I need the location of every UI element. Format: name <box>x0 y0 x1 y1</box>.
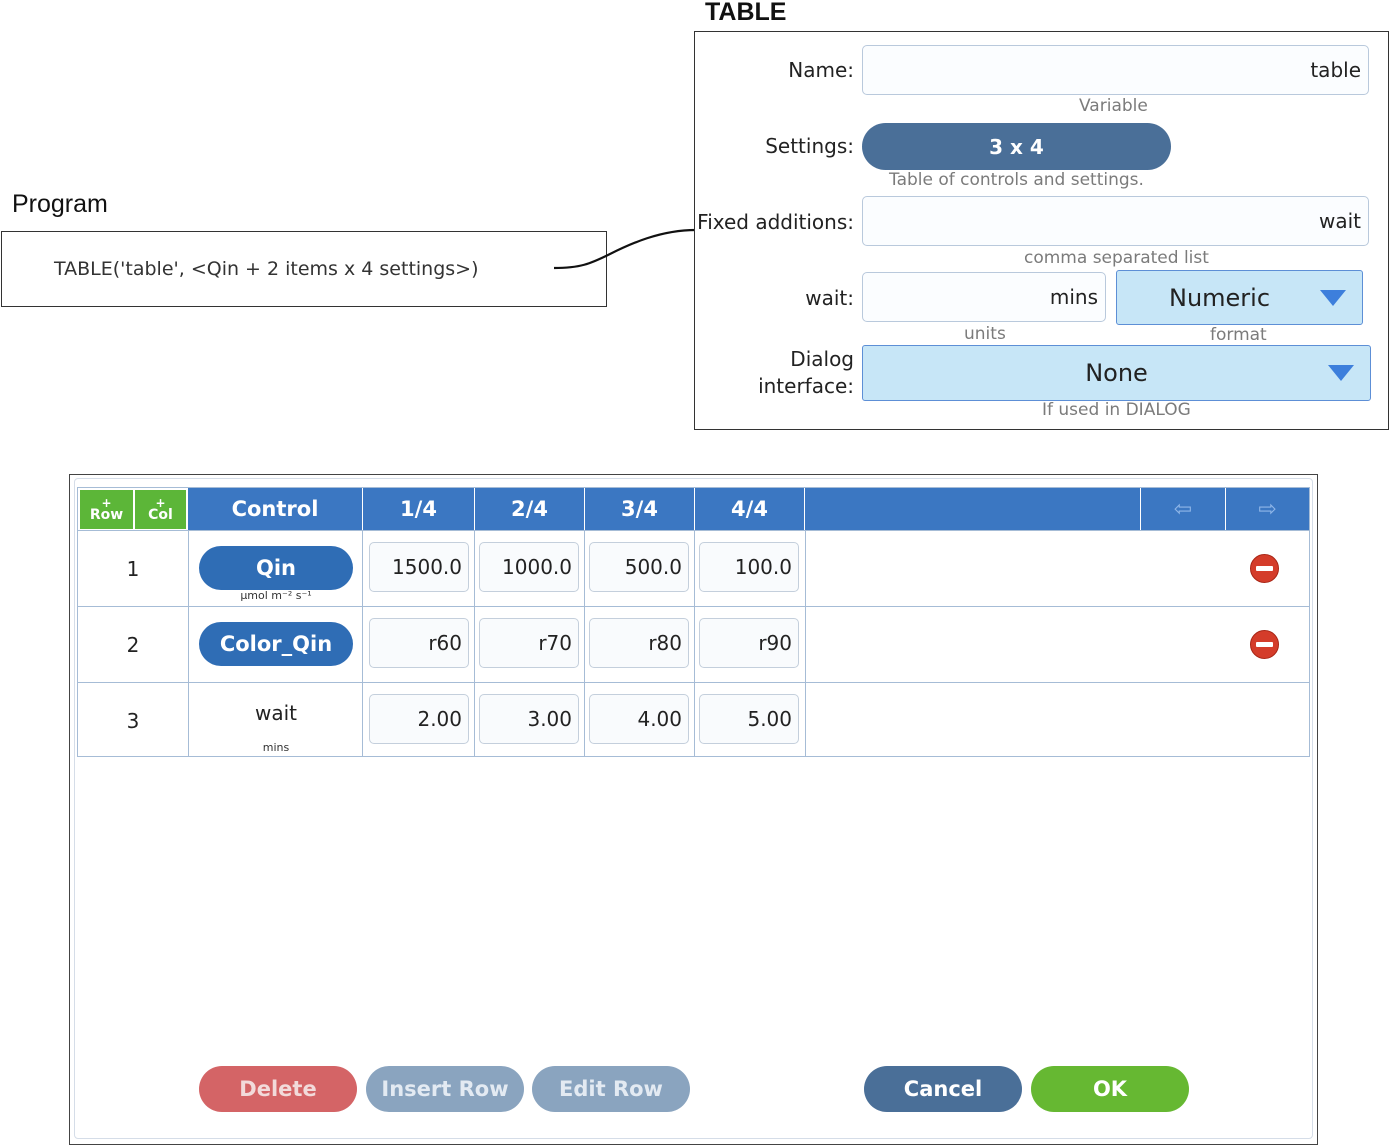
control-label: Qin <box>255 556 296 580</box>
wait-format-hint: format <box>1210 325 1267 345</box>
wait-units-field[interactable]: mins <box>862 272 1106 322</box>
control-button-color-qin[interactable]: Color_Qin <box>199 622 353 666</box>
remove-row-icon[interactable] <box>1250 630 1279 659</box>
fixed-additions-hint: comma separated list <box>1024 248 1209 268</box>
add-row-button[interactable]: + Row <box>80 490 134 529</box>
column-divider <box>805 530 806 757</box>
wait-units-hint: units <box>964 324 1006 344</box>
cell-value-input[interactable]: 500.0 <box>589 542 689 592</box>
settings-button[interactable]: 3 x 4 <box>862 123 1171 170</box>
column-divider <box>474 530 475 757</box>
name-hint: Variable <box>1079 96 1148 116</box>
name-value: table <box>1310 58 1361 82</box>
column-divider <box>694 530 695 757</box>
dialog-interface-hint: If used in DIALOG <box>1042 400 1191 420</box>
plus-icon: + <box>101 495 112 510</box>
program-box <box>1 231 607 307</box>
control-unit: µmol m⁻² s⁻¹ <box>240 589 312 602</box>
cell-value-input[interactable]: r90 <box>699 618 799 668</box>
cell-value-input[interactable]: 100.0 <box>699 542 799 592</box>
header-spacer <box>805 488 1141 530</box>
cell-value-input[interactable]: 4.00 <box>589 694 689 744</box>
cell-value-input[interactable]: 1000.0 <box>479 542 579 592</box>
header-control: Control <box>188 488 363 530</box>
column-divider <box>584 530 585 757</box>
cell-value-input[interactable]: r80 <box>589 618 689 668</box>
settings-hint: Table of controls and settings. <box>889 170 1144 190</box>
program-code: TABLE('table', <Qin + 2 items x 4 settin… <box>54 258 479 280</box>
control-label: Color_Qin <box>219 632 333 656</box>
fixed-additions-value: wait <box>1318 209 1361 233</box>
table-row[interactable]: 2 Color_Qin r60 r70 r80 r90 <box>78 606 1309 682</box>
add-row-label: Row <box>89 506 124 523</box>
chevron-down-icon <box>1328 365 1354 381</box>
dialog-frame <box>74 478 1313 1139</box>
cell-value-input[interactable]: 1500.0 <box>369 542 469 592</box>
fixed-additions-label: Fixed additions: <box>697 210 854 234</box>
control-unit: mins <box>262 741 290 754</box>
table-row[interactable]: 1 Qin µmol m⁻² s⁻¹ 1500.0 1000.0 500.0 1… <box>78 530 1309 606</box>
table-grid: + Row + Col Control 1/4 2/4 3/4 4/4 ⇦ ⇨ … <box>77 487 1310 757</box>
dialog-interface-label-line2: interface: <box>758 374 854 398</box>
row-number: 2 <box>126 633 140 657</box>
delete-button[interactable]: Delete <box>199 1066 357 1112</box>
chevron-down-icon <box>1320 289 1346 306</box>
ok-button[interactable]: OK <box>1031 1066 1189 1112</box>
name-label: Name: <box>788 58 854 82</box>
fixed-additions-field[interactable]: wait <box>862 196 1369 246</box>
header-setting-3[interactable]: 3/4 <box>585 488 695 530</box>
table-panel-title: TABLE <box>705 0 787 26</box>
settings-button-label: 3 x 4 <box>989 134 1044 159</box>
control-label-wait: wait <box>254 701 297 725</box>
column-divider <box>188 530 189 757</box>
header-setting-2[interactable]: 2/4 <box>475 488 585 530</box>
remove-row-icon[interactable] <box>1250 554 1279 583</box>
wait-format-dropdown[interactable]: Numeric <box>1116 270 1363 325</box>
plus-icon: + <box>155 495 166 510</box>
wait-units-value: mins <box>1049 285 1098 309</box>
row-number: 3 <box>126 709 140 733</box>
insert-row-button[interactable]: Insert Row <box>366 1066 524 1112</box>
table-row[interactable]: 3 wait mins 2.00 3.00 4.00 5.00 <box>78 682 1309 758</box>
add-col-button[interactable]: + Col <box>135 490 187 529</box>
dialog-interface-label-line1: Dialog <box>790 347 854 371</box>
cell-value-input[interactable]: 3.00 <box>479 694 579 744</box>
header-setting-4[interactable]: 4/4 <box>695 488 805 530</box>
edit-row-button[interactable]: Edit Row <box>532 1066 690 1112</box>
add-col-label: Col <box>148 506 173 523</box>
wait-label: wait: <box>805 286 854 310</box>
cell-value-input[interactable]: 2.00 <box>369 694 469 744</box>
scroll-left-icon[interactable]: ⇦ <box>1140 488 1225 530</box>
name-field[interactable]: table <box>862 45 1369 95</box>
cell-value-input[interactable]: r70 <box>479 618 579 668</box>
row-number: 1 <box>126 557 140 581</box>
control-button-qin[interactable]: Qin <box>199 546 353 590</box>
program-title: Program <box>12 190 108 218</box>
header-setting-1[interactable]: 1/4 <box>363 488 475 530</box>
connector-line <box>553 228 697 270</box>
settings-label: Settings: <box>765 134 854 158</box>
cell-value-input[interactable]: 5.00 <box>699 694 799 744</box>
cancel-button[interactable]: Cancel <box>864 1066 1022 1112</box>
scroll-right-icon[interactable]: ⇨ <box>1225 488 1309 530</box>
wait-format-value: Numeric <box>1169 283 1271 312</box>
dialog-interface-value: None <box>1085 359 1148 387</box>
dialog-interface-dropdown[interactable]: None <box>862 345 1371 401</box>
cell-value-input[interactable]: r60 <box>369 618 469 668</box>
column-divider <box>362 530 363 757</box>
